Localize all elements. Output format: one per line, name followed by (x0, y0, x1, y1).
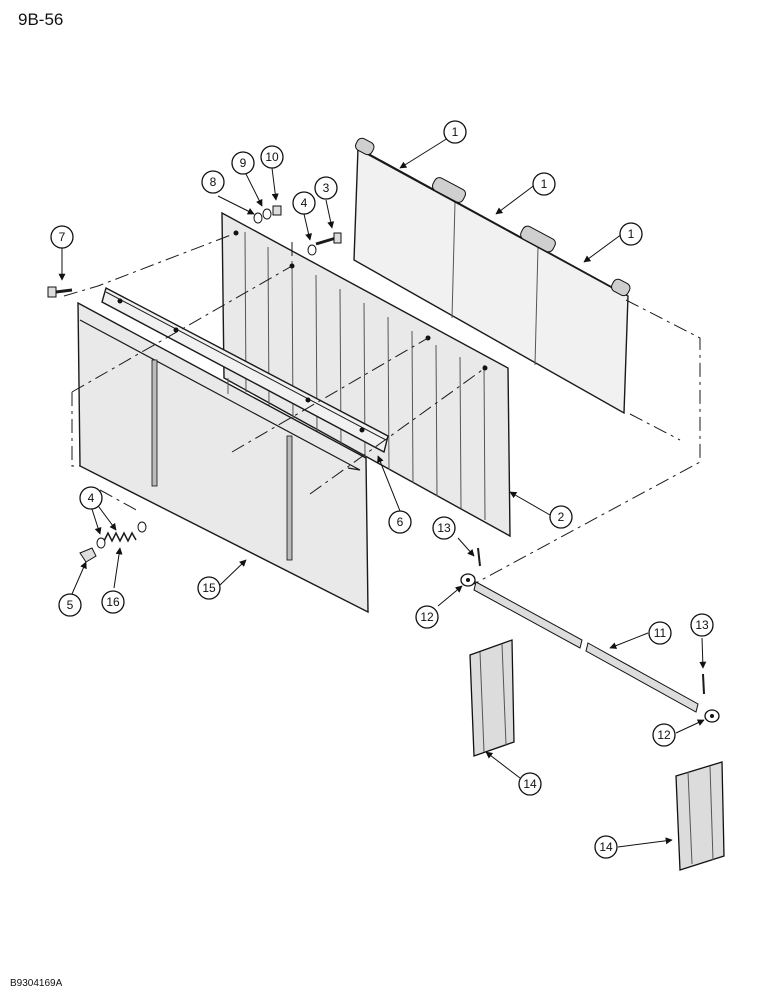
callout-6: 6 (388, 510, 412, 534)
clamp-bar (101, 286, 389, 454)
svg-text:4: 4 (301, 196, 308, 210)
callout-8: 8 (201, 170, 225, 194)
hinge-barrel (431, 177, 467, 203)
wing-nut-5 (79, 547, 97, 563)
svg-text:1: 1 (541, 177, 548, 191)
deflector-lower (675, 761, 725, 871)
callout-10: 10 (260, 145, 284, 169)
deflector-upper (469, 639, 515, 757)
svg-text:1: 1 (452, 125, 459, 139)
figure-code: B9304169A (10, 978, 63, 989)
assembly-lines (63, 232, 701, 585)
callout-12a: 12 (415, 605, 439, 629)
callout-12b: 12 (652, 723, 676, 747)
svg-text:13: 13 (437, 521, 451, 535)
callout-14a: 14 (518, 772, 542, 796)
svg-text:10: 10 (265, 150, 279, 164)
cotter-pin-13a (477, 547, 481, 567)
callout-leaders (58, 137, 707, 848)
svg-text:11: 11 (654, 626, 667, 640)
callout-15: 15 (197, 576, 221, 600)
washer-4 (307, 244, 317, 256)
nut-10 (272, 205, 282, 216)
page-label: 9B-56 (18, 10, 64, 29)
bolt-7 (47, 286, 73, 298)
svg-text:7: 7 (59, 230, 66, 244)
svg-text:9: 9 (240, 156, 247, 170)
callout-2: 2 (549, 505, 573, 529)
hinge-barrel (520, 225, 556, 253)
callout-1b: 1 (532, 172, 556, 196)
svg-text:12: 12 (420, 610, 434, 624)
svg-text:14: 14 (523, 777, 537, 791)
svg-text:2: 2 (558, 510, 565, 524)
hinge-barrel (355, 137, 375, 156)
bolt-3 (315, 232, 342, 246)
callout-13b: 13 (690, 613, 714, 637)
svg-text:8: 8 (210, 175, 217, 189)
washer-4b (96, 537, 106, 549)
callout-16: 16 (101, 590, 125, 614)
spring-16 (103, 531, 137, 543)
svg-text:1: 1 (628, 227, 635, 241)
washer-4c (137, 521, 147, 533)
washer-8 (253, 212, 263, 224)
svg-text:13: 13 (695, 618, 709, 632)
callout-11: 11 (648, 621, 672, 645)
lockwasher-9 (262, 208, 272, 220)
callout-1c: 1 (619, 222, 643, 246)
hardware (47, 205, 720, 723)
callout-4a: 4 (292, 191, 316, 215)
cotter-pin-13b (702, 673, 705, 695)
callout-9: 9 (231, 151, 255, 175)
rod (473, 581, 699, 713)
front-panel (77, 301, 369, 614)
svg-text:3: 3 (323, 181, 330, 195)
svg-text:5: 5 (67, 598, 74, 612)
svg-text:12: 12 (657, 728, 671, 742)
svg-text:15: 15 (202, 581, 216, 595)
callout-3: 3 (314, 176, 338, 200)
hinge-barrel (611, 278, 631, 297)
hinged-back-panel (353, 137, 631, 415)
svg-text:6: 6 (397, 515, 404, 529)
callout-4b: 4 (79, 486, 103, 510)
callout-7: 7 (50, 225, 74, 249)
callout-1a: 1 (443, 120, 467, 144)
svg-text:4: 4 (88, 491, 95, 505)
svg-text:14: 14 (599, 840, 613, 854)
callout-5: 5 (58, 593, 82, 617)
callout-14b: 14 (594, 835, 618, 859)
callout-13a: 13 (432, 516, 456, 540)
svg-text:16: 16 (106, 595, 120, 609)
